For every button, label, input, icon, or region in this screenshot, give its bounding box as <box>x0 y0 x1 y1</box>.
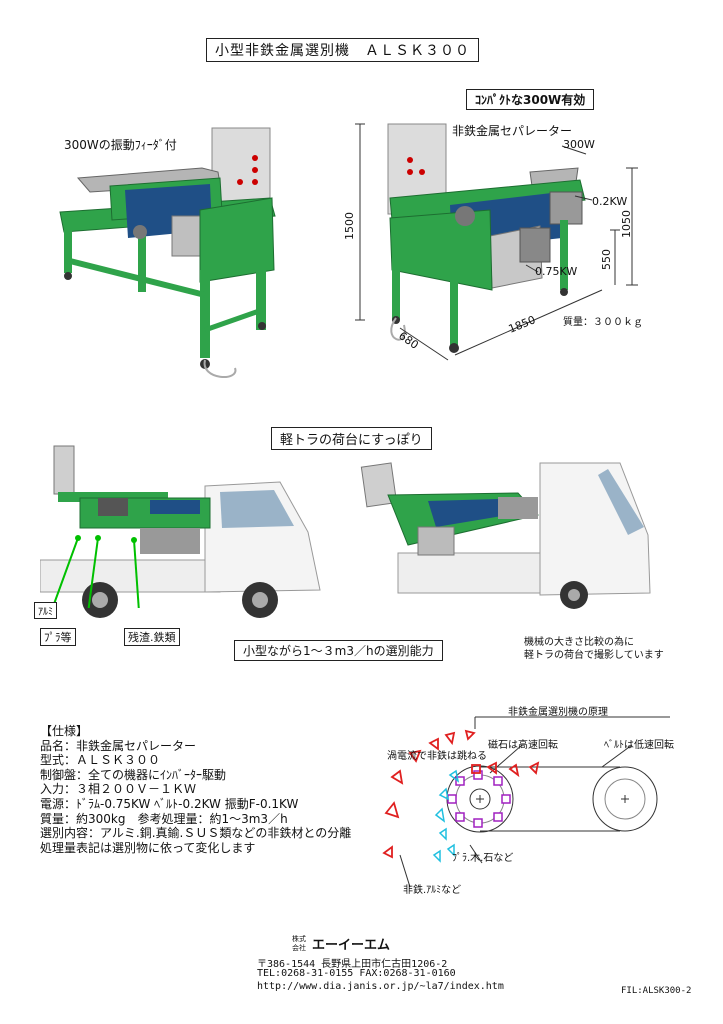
spec-line: 品名：非鉄金属セパレーター <box>40 738 197 753</box>
company-name: エーイーエム <box>312 938 391 953</box>
callout-arrows <box>53 535 140 608</box>
callout-aluminum: ｱﾙﾐ <box>34 602 57 619</box>
page-title: 小型非鉄金属選別機 ＡＬＳＫ３００ <box>206 38 479 62</box>
spec-heading: 【仕様】 <box>40 724 89 738</box>
spec-line: 質量：約300kg 参考処理量：約1～3m3／h <box>40 811 288 826</box>
spec-line: 入力：３相２００Ｖ－１ＫＷ <box>40 782 197 797</box>
truck-heading: 軽トラの荷台にすっぽり <box>271 427 432 450</box>
compact-badge: ｺﾝﾊﾟｸﾄな300W有効 <box>466 89 595 110</box>
dim-02kw: 0.2KW <box>592 195 628 208</box>
dim-550: 550 <box>600 249 613 270</box>
separator-caption: 非鉄金属セパレーター <box>452 124 573 138</box>
callout-residue: 残渣.鉄類 <box>124 628 180 646</box>
spec-line: 電源：ﾄﾞﾗﾑ-0.75KW ﾍﾞﾙﾄ-0.2KW 振動F-0.1KW <box>40 796 299 811</box>
file-id: FIL:ALSK300-2 <box>621 986 692 996</box>
callout-plastic: ﾌﾟﾗ等 <box>40 628 76 646</box>
spec-list: 【仕様】 品名：非鉄金属セパレーター 型式：ＡＬＳＫ３００ 制御盤：全ての機器に… <box>40 724 351 855</box>
spec-line: 選別内容：アルミ.銅.真鍮.ＳＵＳ類などの非鉄材との分離 <box>40 826 352 841</box>
principle-belt: ﾍﾞﾙﾄは低速回転 <box>604 740 674 751</box>
company-url[interactable]: http://www.dia.janis.or.jp/~la7/index.ht… <box>257 981 504 992</box>
principle-magnet: 磁石は高速回転 <box>488 740 558 751</box>
principle-plastic: ﾌﾟﾗ.木.石など <box>452 853 514 864</box>
dim-075kw: 0.75KW <box>535 265 578 278</box>
dim-300w: 300W <box>563 138 595 151</box>
spec-line: 型式：ＡＬＳＫ３００ <box>40 753 161 768</box>
principle-nonferrous: 非鉄.ｱﾙﾐなど <box>403 885 462 896</box>
company-kabu: 株式 <box>292 935 306 943</box>
principle-diagram <box>382 716 670 888</box>
dim-1050: 1050 <box>620 210 633 238</box>
principle-eddy: 渦電流で非鉄は跳ねる <box>387 751 487 762</box>
truck-photo-right <box>358 455 658 610</box>
feeder-caption: 300Wの振動ﾌｨｰﾀﾞ付 <box>64 138 177 152</box>
truck-note-line2: 軽トラの荷台で撮影しています <box>524 650 664 661</box>
spec-line: 制御盤：全ての機器にｲﾝﾊﾞｰﾀｰ駆動 <box>40 767 227 782</box>
capacity-banner: 小型ながら1～３m3／hの選別能力 <box>234 640 443 661</box>
dim-1500: 1500 <box>343 212 356 240</box>
truck-photo-left <box>40 440 335 620</box>
machine-photo-right <box>340 110 680 380</box>
company-address: 〒386-1544 長野県上田市仁古田1206-2 <box>257 959 448 970</box>
weight-label: 質量：３００ｋｇ <box>563 317 643 328</box>
spec-line: 処理量表記は選別物に依って変化します <box>40 840 256 855</box>
company-tel: TEL:0268-31-0155 FAX:0268-31-0160 <box>257 968 456 979</box>
machine-photo-left <box>50 120 300 390</box>
truck-note-line1: 機械の大きさ比較の為に <box>524 637 634 648</box>
company-kaisha: 会社 <box>292 944 306 952</box>
principle-title: 非鉄金属選別機の原理 <box>508 707 608 718</box>
